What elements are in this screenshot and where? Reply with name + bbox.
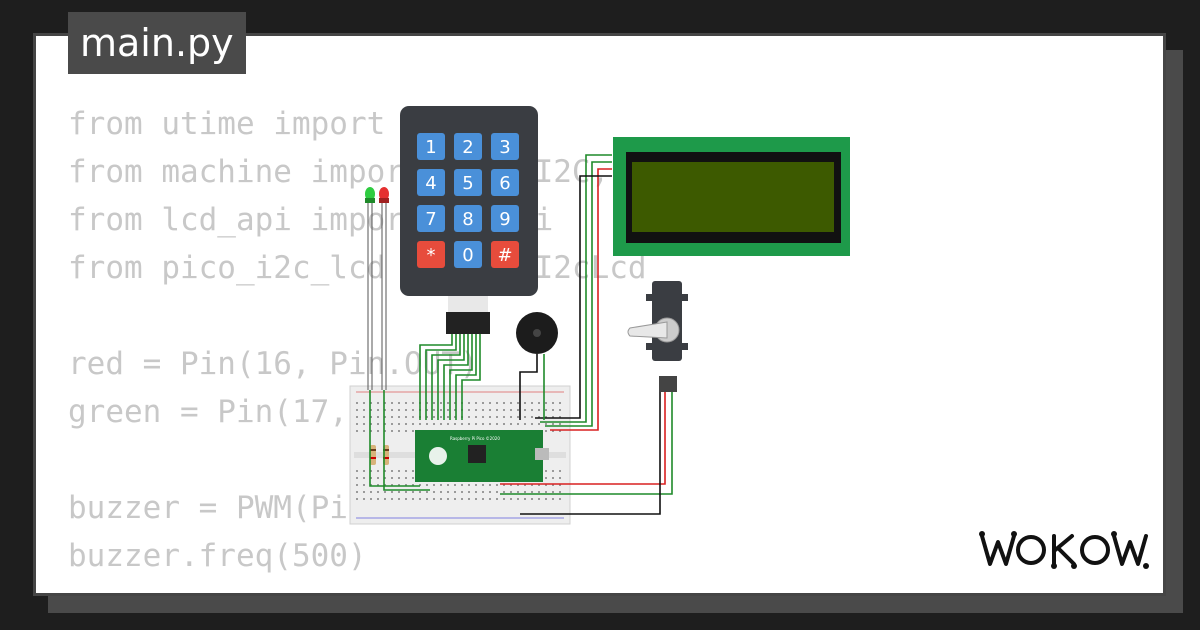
preview-card (33, 33, 1166, 596)
filename-tab[interactable]: main.py (68, 12, 246, 74)
raspberry-pi-pico[interactable]: Raspberry Pi Pico ©2020 (415, 430, 549, 482)
servo-motor[interactable] (627, 281, 688, 392)
keypad-key-label: 4 (425, 173, 436, 194)
keypad-key-label: # (497, 245, 512, 266)
keypad-key-label: 2 (462, 137, 473, 158)
keypad-key-label: 6 (499, 173, 510, 194)
membrane-keypad[interactable]: 1 2 3 4 5 6 7 8 9 * 0 # (400, 106, 538, 334)
keypad-key-label: 3 (499, 137, 510, 158)
keypad-key[interactable]: 1 (417, 133, 445, 160)
keypad-key[interactable]: 5 (454, 169, 482, 196)
keypad-key[interactable]: 8 (454, 205, 482, 232)
lcd-display[interactable] (613, 137, 850, 256)
keypad-key[interactable]: 9 (491, 205, 519, 232)
keypad-key[interactable]: 7 (417, 205, 445, 232)
pico-label: Raspberry Pi Pico ©2020 (450, 436, 500, 441)
keypad-key[interactable]: 2 (454, 133, 482, 160)
wokwi-logo (979, 531, 1149, 569)
keypad-key-label: 9 (499, 209, 510, 230)
keypad-key-label: * (427, 245, 436, 266)
red-led[interactable] (379, 187, 389, 390)
code-line: buzzer.freq(500) (68, 538, 367, 574)
wires (369, 154, 673, 515)
buzzer[interactable] (516, 312, 558, 354)
keypad-key[interactable]: # (491, 241, 519, 268)
keypad-key[interactable]: 4 (417, 169, 445, 196)
keypad-key[interactable]: 6 (491, 169, 519, 196)
keypad-key-label: 1 (425, 137, 436, 158)
keypad-key-label: 7 (425, 209, 436, 230)
keypad-key-label: 5 (462, 173, 473, 194)
keypad-key-label: 8 (462, 209, 473, 230)
keypad-key[interactable]: * (417, 241, 445, 268)
keypad-key-label: 0 (462, 245, 473, 266)
code-line: red = Pin(16, Pin.OUT) (68, 346, 479, 382)
green-led[interactable] (365, 187, 375, 390)
keypad-key[interactable]: 3 (491, 133, 519, 160)
keypad-key[interactable]: 0 (454, 241, 482, 268)
